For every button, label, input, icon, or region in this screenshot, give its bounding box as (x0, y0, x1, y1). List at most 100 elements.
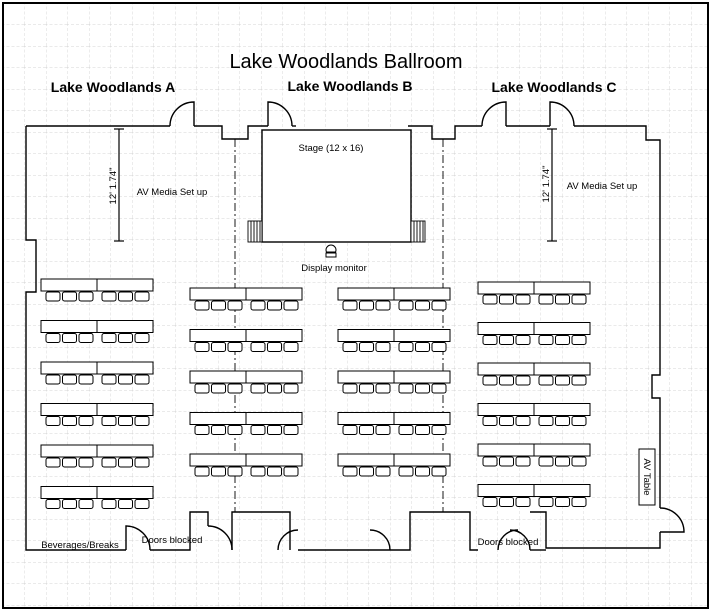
chair (375, 466, 391, 477)
chair (211, 342, 226, 352)
table (96, 403, 154, 416)
chair (499, 456, 514, 467)
table (477, 362, 535, 376)
chair (227, 383, 243, 394)
table (40, 320, 98, 333)
chair (431, 342, 447, 352)
chair (375, 383, 391, 394)
chair (267, 466, 282, 477)
table (393, 287, 451, 301)
chair (571, 456, 587, 467)
stage-stairs-right (410, 220, 426, 243)
table (189, 287, 247, 301)
chair (227, 342, 243, 352)
seating-row (477, 322, 591, 345)
seating-row (477, 403, 591, 426)
chair (398, 383, 414, 394)
chair (398, 425, 414, 435)
chair (342, 300, 358, 311)
chair (482, 335, 498, 345)
chair (62, 333, 77, 343)
seating-row (40, 361, 154, 385)
chair (538, 416, 554, 426)
partition-lines (234, 139, 444, 512)
chair (482, 294, 498, 305)
chair (250, 342, 266, 352)
chair (499, 294, 514, 305)
chair (78, 416, 94, 426)
chair (499, 416, 514, 426)
seating-area (40, 278, 591, 509)
seating-row (40, 320, 154, 343)
table (393, 329, 451, 342)
chair (101, 291, 117, 302)
table (189, 370, 247, 384)
table (40, 278, 98, 292)
table (189, 453, 247, 467)
chair (250, 425, 266, 435)
chair (194, 383, 210, 394)
doors-blocked-left-label: Doors blocked (142, 535, 203, 546)
chair (538, 335, 554, 345)
chair (118, 291, 133, 302)
seating-row (189, 412, 303, 435)
table (337, 329, 395, 342)
seating-row (477, 362, 591, 386)
chair (134, 499, 150, 509)
chair (555, 375, 570, 386)
chair (45, 333, 61, 343)
chair (250, 383, 266, 394)
chair (267, 425, 282, 435)
table (533, 362, 591, 376)
chair (482, 456, 498, 467)
chair (415, 466, 430, 477)
table (96, 278, 154, 292)
chair (211, 466, 226, 477)
chair (78, 291, 94, 302)
chair (118, 374, 133, 385)
chair (134, 416, 150, 426)
stage-stairs-left (247, 220, 263, 243)
table (533, 443, 591, 457)
chair (375, 342, 391, 352)
chair (45, 416, 61, 426)
chair (101, 416, 117, 426)
chair (415, 342, 430, 352)
chair (118, 416, 133, 426)
table (245, 287, 303, 301)
table (393, 370, 451, 384)
display-monitor-label: Display monitor (301, 263, 366, 274)
chair (571, 335, 587, 345)
chair (515, 375, 531, 386)
chair (538, 456, 554, 467)
seating-row (337, 287, 451, 311)
chair (359, 425, 374, 435)
chair (45, 291, 61, 302)
chair (118, 499, 133, 509)
chair (78, 333, 94, 343)
table (245, 453, 303, 467)
chair (45, 374, 61, 385)
av-table-label: AV Table (641, 458, 652, 495)
room-walls (25, 101, 685, 551)
chair (267, 300, 282, 311)
chair (211, 383, 226, 394)
table (40, 361, 98, 375)
chair (62, 416, 77, 426)
stage (261, 129, 412, 243)
table (477, 443, 535, 457)
av-media-left-label: AV Media Set up (137, 187, 208, 198)
chair (482, 375, 498, 386)
chair (342, 342, 358, 352)
chair (134, 374, 150, 385)
table (40, 444, 98, 458)
stage-label: Stage (12 x 16) (299, 143, 364, 154)
chair (398, 342, 414, 352)
chair (499, 335, 514, 345)
chair (538, 497, 554, 507)
seating-row (40, 486, 154, 509)
chair (118, 333, 133, 343)
ballroom-title: Lake Woodlands Ballroom (229, 51, 462, 73)
chair (283, 425, 299, 435)
